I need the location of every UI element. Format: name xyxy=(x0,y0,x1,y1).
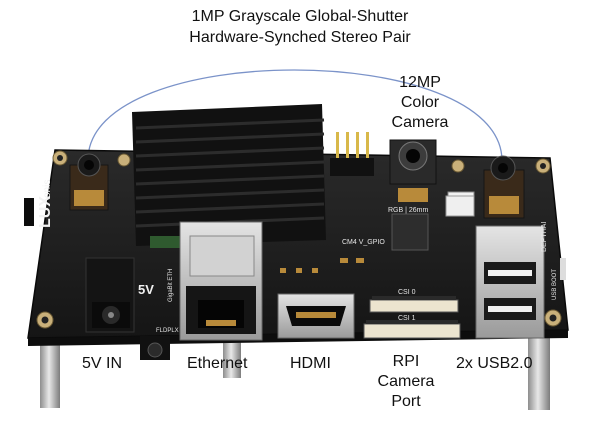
rpi-callout-line-1: RPI xyxy=(392,353,420,370)
silk-cm4-label: CM4 V_GPIO xyxy=(342,239,385,246)
gpio-header xyxy=(330,132,374,176)
stereo-callout-line xyxy=(87,69,503,161)
silk-usb-boot-label: USB BOOT xyxy=(552,269,558,300)
side-connector xyxy=(24,198,34,226)
right-stereo-camera xyxy=(483,155,525,219)
smd-component xyxy=(280,268,286,273)
silk-flex-label: FLDPLX xyxy=(156,328,179,334)
hdmi-port xyxy=(277,293,355,339)
stereo-callout-line-2: Hardware-Synched Stereo Pair xyxy=(189,29,411,46)
left-stereo-camera xyxy=(69,153,109,211)
standoff-leg-right xyxy=(528,318,550,410)
camera-callout-line-1: 12MP xyxy=(399,74,441,91)
usb-callout: 2x USB2.0 xyxy=(456,355,533,372)
mounting-hole xyxy=(117,153,131,167)
silk-csi1-label: CSI 1 xyxy=(398,315,416,322)
smd-component xyxy=(356,258,364,263)
usb-ports xyxy=(475,225,545,339)
silk-rgb-label: RGB | 26mm xyxy=(388,207,428,214)
ethernet-port xyxy=(179,221,263,341)
color-camera-callout: 12MP Color Camera xyxy=(370,73,470,133)
stereo-pair-callout: 1MP Grayscale Global-Shutter Hardware-Sy… xyxy=(0,6,600,48)
rpi-camera-port-callout: RPI Camera Port xyxy=(376,352,436,412)
svg-text:onis: onis xyxy=(42,180,53,198)
processor-chip xyxy=(391,213,429,251)
jst-connector xyxy=(445,195,475,217)
smd-component xyxy=(340,258,348,263)
usb-boot-switch xyxy=(560,258,566,280)
camera-callout-line-3: Camera xyxy=(391,114,449,131)
smd-component xyxy=(296,268,302,273)
stereo-callout-line-1: 1MP Grayscale Global-Shutter xyxy=(191,8,409,25)
silk-eth-label: GigaBit ETH xyxy=(168,269,174,302)
hdmi-callout: HDMI xyxy=(290,355,331,372)
csi-connector-bottom xyxy=(363,320,461,339)
silk-5v-label: 5V xyxy=(138,282,154,297)
csi-connector-top xyxy=(369,296,459,313)
color-camera xyxy=(389,139,437,202)
power-input-callout: 5V IN xyxy=(82,355,123,372)
rpi-callout-line-2: Camera xyxy=(377,373,435,390)
silk-depthai-label: DEPTHAI xyxy=(541,222,548,252)
audio-jack xyxy=(140,336,170,360)
heatsink xyxy=(132,104,326,248)
mounting-hole xyxy=(451,159,465,173)
dc-barrel-jack xyxy=(85,257,135,333)
silk-csi0-label: CSI 0 xyxy=(398,289,416,296)
rpi-callout-line-3: Port xyxy=(391,393,421,410)
smd-component xyxy=(312,268,318,273)
luxonis-logo: LUX onis xyxy=(37,180,54,228)
camera-callout-line-2: Color xyxy=(400,94,440,111)
ethernet-callout: Ethernet xyxy=(187,355,248,372)
svg-text:LUX: LUX xyxy=(37,196,54,228)
